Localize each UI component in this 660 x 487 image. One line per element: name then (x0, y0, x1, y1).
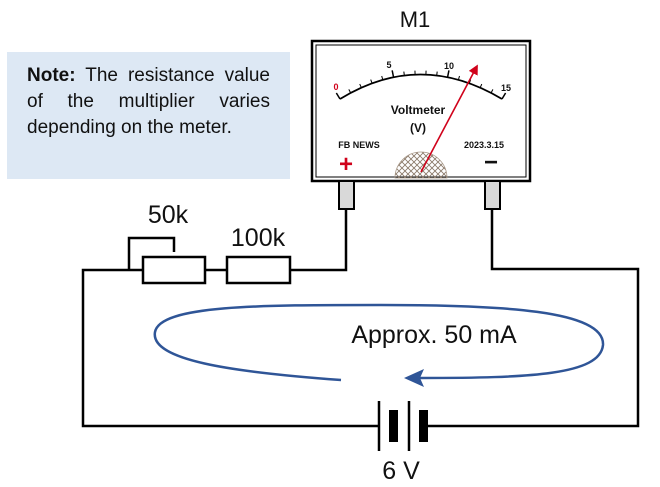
scale-label-5: 5 (386, 60, 391, 70)
battery (377, 401, 428, 451)
scale-tick (490, 89, 494, 94)
variable-resistor (127, 236, 207, 285)
fixed-resistor (225, 255, 292, 285)
terminal-minus (484, 180, 501, 210)
scale-tick (370, 79, 373, 84)
scale-label-15: 15 (501, 83, 511, 93)
scale-tick (348, 89, 352, 94)
battery-label: 6 V (382, 457, 420, 485)
meter-title: Voltmeter (391, 103, 446, 117)
meter-plus-sign: + (339, 151, 353, 178)
scale-tick (381, 75, 384, 80)
meter-date: 2023.3.15 (464, 140, 504, 150)
meter-name: M1 (400, 7, 431, 32)
meter-unit: (V) (410, 121, 426, 135)
note-text: The resistance value of the multiplier v… (27, 65, 270, 138)
meter-needle (420, 64, 478, 173)
variable-resistor-label: 50k (148, 201, 189, 229)
needle-pivot-mesh (394, 151, 448, 179)
meter-scale-ticks (335, 70, 507, 100)
note-label: Note: (27, 65, 76, 86)
meter-scale-arc (339, 73, 503, 100)
current-loop-arrow (153, 303, 605, 382)
terminal-plus (338, 180, 355, 210)
scale-label-10: 10 (444, 61, 454, 71)
scale-tick (479, 83, 483, 88)
circuit-wires (81, 209, 640, 428)
current-arrowhead-icon (404, 369, 424, 387)
current-label: Approx. 50 mA (351, 321, 517, 349)
scale-tick (359, 83, 362, 88)
scale-tick (335, 92, 341, 100)
scale-label-0: 0 (333, 82, 338, 92)
scale-tick (457, 75, 460, 80)
meter-brand: FB NEWS (338, 140, 380, 150)
scale-tick (391, 70, 395, 78)
note-box: Note: The resistance value of the multip… (7, 52, 290, 179)
meter-minus-sign: − (484, 149, 498, 176)
fixed-resistor-label: 100k (231, 224, 286, 252)
scale-tick (501, 92, 507, 100)
scale-tick (446, 70, 450, 78)
